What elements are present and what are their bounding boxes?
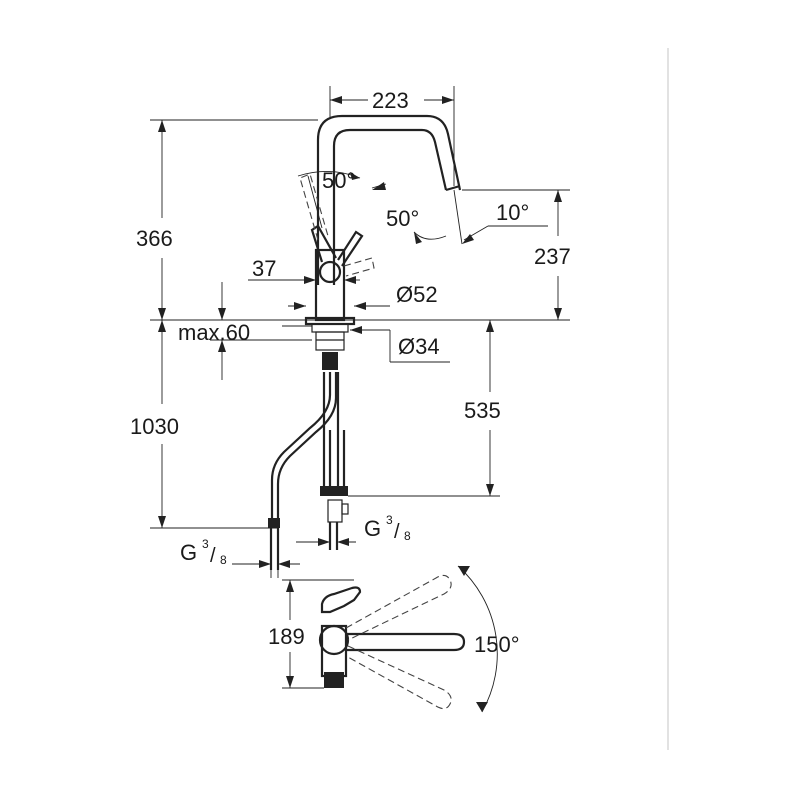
dim-hose-length: 1030: [130, 414, 179, 439]
swivel-arc: [457, 565, 498, 713]
dim-plan-depth: 189: [268, 624, 305, 649]
shank-nut: [315, 331, 345, 351]
hose-fitting-left: [268, 518, 280, 528]
plan-spout: [346, 632, 466, 652]
connection-right-label: G 3 / 8: [364, 513, 411, 543]
dim-total-height: 366: [136, 226, 173, 251]
lever-right: [337, 230, 364, 267]
plan-body: [318, 624, 350, 656]
valve-body: [327, 499, 343, 523]
spout-outer: [316, 114, 462, 285]
svg-text:G: G: [180, 540, 197, 565]
svg-text:8: 8: [404, 529, 411, 543]
spout-tip: [445, 184, 461, 192]
faucet-body: [314, 248, 346, 322]
plan-lever: [320, 586, 362, 614]
plan-thread: [324, 672, 344, 688]
dim-reach: 223: [372, 88, 409, 113]
dim-supply-length: 535: [464, 398, 501, 423]
dim-lever-angle-up: 50°: [322, 168, 355, 193]
dimension-lines: [150, 86, 570, 578]
dim-base-diameter: Ø52: [396, 282, 438, 307]
dim-swivel-angle: 150°: [474, 632, 520, 657]
threaded-shank: [322, 352, 338, 370]
svg-text:/: /: [210, 545, 216, 567]
valve-side: [341, 503, 349, 515]
svg-text:/: /: [394, 521, 400, 543]
svg-text:G: G: [364, 516, 381, 541]
spray-hose-inner: [276, 372, 338, 518]
base-ring: [311, 323, 349, 333]
connection-left-label: G 3 / 8: [180, 537, 227, 567]
handle-hub: [318, 260, 342, 284]
dim-deck-max: max.60: [178, 320, 250, 345]
faucet-plan-view: [282, 565, 498, 713]
svg-text:8: 8: [220, 553, 227, 567]
spray-hose: [270, 372, 332, 518]
dim-lever-offset: 37: [252, 256, 276, 281]
dim-lever-angle-down: 50°: [386, 206, 419, 231]
dim-spout-height: 237: [534, 244, 571, 269]
plan-spout-alt-up: [345, 574, 452, 641]
plan-spout-alt-down: [345, 645, 452, 710]
lever-alt-up: [299, 173, 329, 241]
pipe-fittings: [320, 486, 348, 496]
lever-alt-down: [343, 257, 375, 277]
spout-inner: [332, 128, 448, 285]
svg-text:3: 3: [386, 513, 393, 527]
svg-text:3: 3: [202, 537, 209, 551]
dim-spout-tilt: 10°: [496, 200, 529, 225]
dim-hole-diameter: Ø34: [398, 334, 440, 359]
